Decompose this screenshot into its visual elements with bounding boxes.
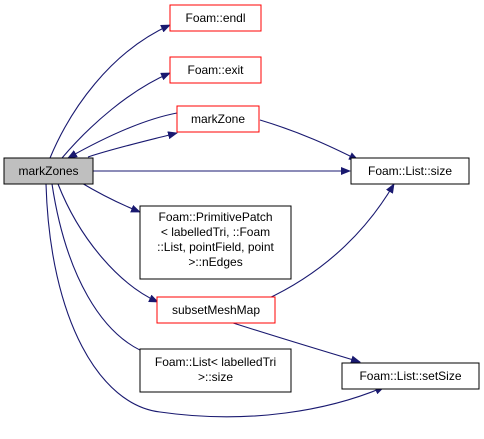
node-primitivepatch-nedges-box xyxy=(139,205,292,280)
edge-markZones-to-nEdges xyxy=(79,181,141,213)
node-foam-exit-label: Foam::exit xyxy=(187,63,244,77)
node-markZones-label: markZones xyxy=(18,164,78,178)
edges-group xyxy=(45,24,395,418)
node-subsetMeshMap-label: subsetMeshMap xyxy=(172,303,260,317)
node-foam-endl-label: Foam::endl xyxy=(185,11,245,25)
node-markZone-box xyxy=(176,105,260,133)
node-markZone[interactable]: markZone xyxy=(176,105,260,133)
node-list-labelledtri-size[interactable]: Foam::List< labelledTri >::size xyxy=(139,348,292,393)
edge-markZones-to-exit xyxy=(61,72,171,159)
edge-markZones-to-subsetMeshMap xyxy=(57,183,159,303)
node-foam-list-setsize-label: Foam::List::setSize xyxy=(359,369,461,383)
node-list-labelledtri-size-box xyxy=(139,348,292,393)
node-markZones[interactable]: markZones xyxy=(3,157,94,185)
node-subsetMeshMap[interactable]: subsetMeshMap xyxy=(156,296,276,324)
node-foam-list-size[interactable]: Foam::List::size xyxy=(350,157,470,185)
node-markZones-box xyxy=(3,157,94,185)
node-foam-list-setsize-box xyxy=(341,362,480,390)
edge-markZone-to-listSize xyxy=(259,119,359,161)
node-foam-exit-box xyxy=(169,56,262,84)
node-subsetMeshMap-box xyxy=(156,296,276,324)
node-foam-list-setsize[interactable]: Foam::List::setSize xyxy=(341,362,480,390)
nodes-group: markZones Foam::endl Foam::exit markZone… xyxy=(3,4,480,393)
node-foam-list-size-box xyxy=(350,157,470,185)
edge-markZones-to-endl xyxy=(49,24,171,159)
edge-subsetMeshMap-to-setSize xyxy=(229,321,361,364)
edge-markZones-to-labelledTriSize xyxy=(51,183,156,358)
node-list-labelledtri-size-line-1: Foam::List< labelledTri xyxy=(155,355,276,369)
node-foam-endl[interactable]: Foam::endl xyxy=(169,4,262,32)
node-primitivepatch-nedges-line-3: ::List, pointField, point xyxy=(157,240,274,254)
edge-markZone-to-markZones xyxy=(67,112,178,159)
edge-markZones-to-markZone xyxy=(87,131,178,158)
node-primitivepatch-nedges-line-1: Foam::PrimitivePatch xyxy=(158,210,272,224)
node-list-labelledtri-size-line-2: >::size xyxy=(198,370,233,384)
node-primitivepatch-nedges-line-2: < labelledTri, ::Foam xyxy=(161,225,270,239)
node-primitivepatch-nedges[interactable]: Foam::PrimitivePatch < labelledTri, ::Fo… xyxy=(139,205,292,280)
node-primitivepatch-nedges-line-4: >::nEdges xyxy=(188,255,242,269)
node-markZone-label: markZone xyxy=(191,112,245,126)
node-foam-endl-box xyxy=(169,4,262,32)
edge-subsetMeshMap-to-listSize xyxy=(264,183,395,301)
edge-markZones-to-setSize xyxy=(45,183,385,418)
node-foam-exit[interactable]: Foam::exit xyxy=(169,56,262,84)
node-foam-list-size-label: Foam::List::size xyxy=(368,164,452,178)
